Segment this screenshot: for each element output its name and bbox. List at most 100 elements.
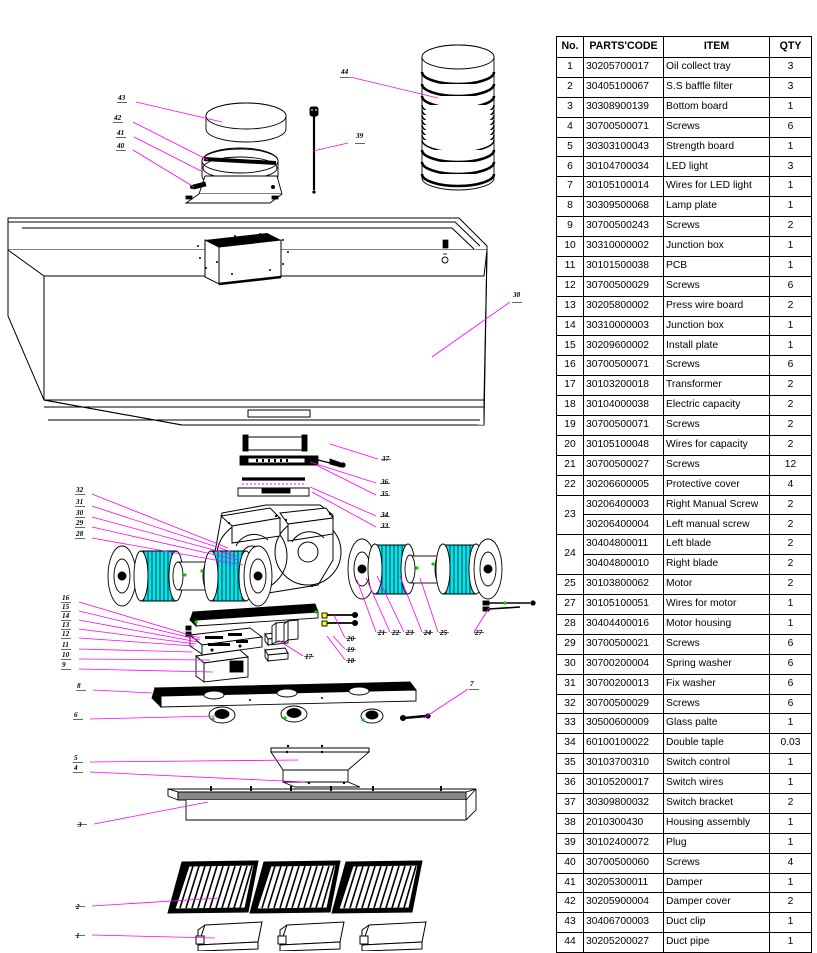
callout-number: 2 [75,903,80,911]
cell-no: 8 [556,196,584,218]
callout-21: 21 [356,579,387,637]
cell-item: Wires for LED light [663,176,770,198]
damper-41 [184,175,283,204]
cell-no: 23 [556,494,584,536]
cell-qty: 2 [769,574,812,596]
cell-item: Damper cover [663,892,770,914]
cell-item: Screws [663,415,770,436]
callout-number: 5 [74,754,78,762]
cell-item: Left blade [663,534,770,556]
callout-number: 20 [346,635,355,643]
callout-leader-line [349,76,439,99]
cell-item: Oil collect tray [663,57,770,78]
junction-box-10 [194,649,250,683]
cell-qty: 6 [769,693,812,715]
cell-parts-code: 30310000003 [583,315,664,337]
cell-item: Bottom board [663,96,770,118]
cell-parts-code: 30206400003 [583,494,664,516]
cell-no: 14 [556,315,584,337]
cell-no: 16 [556,355,584,377]
callout-leader-line [78,610,201,641]
cell-parts-code: 30105100048 [583,434,664,456]
cell-qty: 0.03 [769,733,812,755]
cell-qty: 2 [769,494,812,516]
cell-item: Right blade [663,554,770,576]
callout-number: 14 [62,612,70,620]
callout-leader-line [309,486,377,517]
cell-qty: 6 [769,633,812,655]
callout-15: 15 [61,603,201,641]
cell-parts-code: 30104000038 [583,395,664,417]
cell-qty: 1 [769,872,812,894]
callout-number: 30 [75,509,84,517]
cell-qty: 3 [769,57,812,78]
callout-leader-layer: 4342414044393837363534333231302928161514… [61,68,522,940]
callout-leader-line [78,637,195,647]
led-light-6 [208,705,384,724]
cell-parts-code: 30103700310 [583,753,664,775]
cell-item: Motor housing [663,613,770,635]
cell-no: 21 [556,454,584,476]
cell-no: 31 [556,673,584,695]
callout-leader-line [309,461,377,484]
callout-42: 42 [113,114,209,161]
cell-qty: 1 [769,136,812,158]
callout-4: 4 [73,764,306,783]
cell-item: Transformer [663,375,770,397]
cell-item: Screws [663,852,770,874]
callout-leader-line [91,516,237,557]
pcb-junction-cluster [185,625,264,656]
callout-number: 16 [62,594,70,602]
callout-27: 27 [473,607,490,637]
cell-parts-code: 30700500071 [583,355,664,377]
callout-number: 43 [117,94,126,102]
cell-item: Switch bracket [663,792,770,814]
callout-leader-line [365,577,391,633]
cell-no: 41 [556,872,584,894]
cell-parts-code: 30405100067 [583,76,664,98]
cell-item: Wires for motor [663,594,770,615]
cell-parts-code: 30308900139 [583,96,664,118]
callout-leader-line [78,668,214,673]
switch-wires-36 [317,458,346,468]
callout-14: 14 [61,612,199,643]
callout-40: 40 [116,142,195,188]
cell-parts-code: 30310000002 [583,236,664,257]
cell-parts-code: 30406700003 [583,912,664,934]
cell-item: Lamp plate [663,196,770,218]
cell-item: Motor [663,574,770,596]
oil-collect-tray-1 [195,921,427,951]
callout-leader-line [419,577,439,633]
top-face-screw-marks [197,233,289,275]
plug-39 [309,106,319,194]
cell-parts-code: 30105100051 [583,594,664,615]
cell-no: 10 [556,236,584,257]
callout-32: 32 [75,486,229,549]
cell-parts-code: 30206400004 [583,514,664,536]
callout-12: 12 [61,630,195,647]
switch-control-35 [239,455,319,466]
callout-17: 17 [277,639,314,661]
cell-parts-code: 30500600009 [583,713,664,735]
screws-40 [185,181,279,200]
callout-leader-line [317,465,377,496]
callout-leader-line [399,575,423,633]
callout-number: 28 [75,530,84,538]
cell-item: Spring washer [663,653,770,675]
table-header-row: No. PARTS'CODE ITEM QTY [556,36,812,58]
callout-7: 7 [423,680,479,719]
callout-16: 16 [61,594,201,639]
cell-qty: 2 [769,554,812,576]
